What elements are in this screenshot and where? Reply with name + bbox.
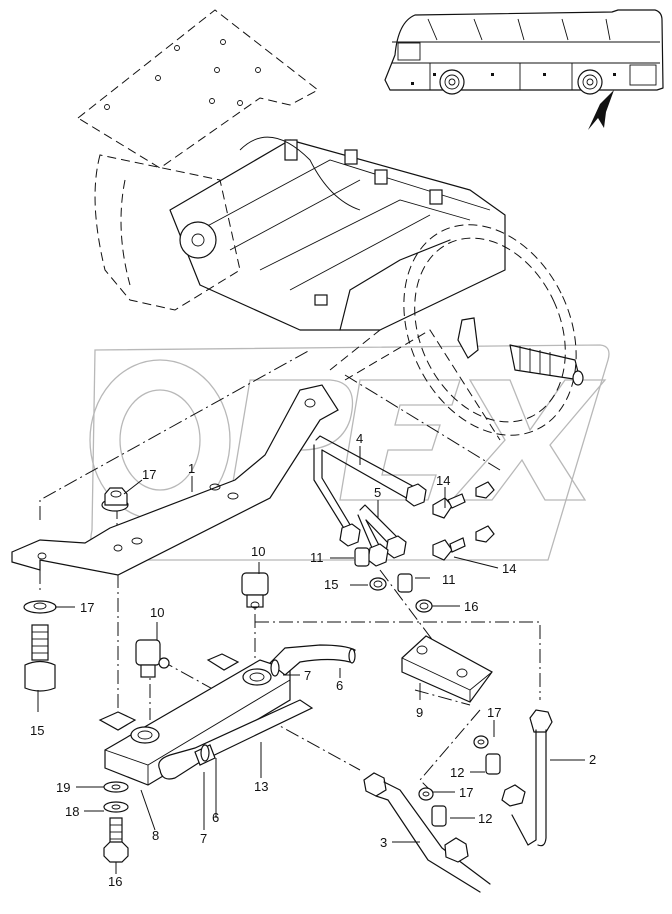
callout-17-left: 15	[324, 577, 338, 592]
callout-20: 18	[65, 804, 79, 819]
callout-11-left: 11	[310, 550, 324, 565]
callout-17-lower: 17	[459, 785, 473, 800]
callout-15: 15	[30, 723, 44, 738]
callout-7-lower: 7	[200, 831, 207, 846]
callout-12-upper: 12	[450, 765, 464, 780]
callout-16: 16	[108, 874, 122, 889]
callout-13: 13	[254, 779, 268, 794]
callout-10-lower: 10	[150, 605, 164, 620]
part-pipes-4-5	[313, 435, 495, 567]
part-nut	[101, 487, 129, 512]
callout-8: 8	[152, 828, 159, 843]
callout-2: 2	[589, 752, 596, 767]
callout-10-upper: 10	[251, 544, 265, 559]
callout-21: 19	[56, 780, 70, 795]
callout-14-lower: 14	[502, 561, 516, 576]
part-pipes-2-3	[363, 709, 553, 893]
callout-3: 3	[380, 835, 387, 850]
callout-12-lower: 12	[478, 811, 492, 826]
part-unions-seals	[354, 547, 433, 613]
callout-17-right: 16	[464, 599, 478, 614]
callout-labels: 1 2 3 4 5 6 6 7 7 8 9 10 10 11 11 12 12 …	[30, 431, 596, 889]
callout-17-lower-upper: 17	[487, 705, 501, 720]
callout-6-upper: 6	[336, 678, 343, 693]
callout-5: 5	[374, 485, 381, 500]
part-fittings	[135, 572, 269, 678]
part-block	[401, 635, 493, 703]
callout-4: 4	[356, 431, 363, 446]
part-bolt-washers	[103, 781, 129, 863]
leader-lines	[37, 446, 585, 874]
part-bracket	[11, 384, 339, 576]
part-washer-screw	[23, 600, 57, 692]
callout-9: 9	[416, 705, 423, 720]
locator-arrow-icon	[588, 90, 614, 130]
callout-7-upper: 7	[304, 668, 311, 683]
callout-14-upper: 14	[436, 473, 450, 488]
callout-11-right: 11	[442, 572, 456, 587]
callout-6-lower: 6	[212, 810, 219, 825]
part-oil-cooler	[98, 644, 356, 786]
locator-bus	[384, 9, 664, 95]
callout-18: 17	[142, 467, 156, 482]
gearbox-assembly	[77, 9, 584, 441]
callout-19: 17	[80, 600, 94, 615]
callout-1: 1	[188, 461, 195, 476]
